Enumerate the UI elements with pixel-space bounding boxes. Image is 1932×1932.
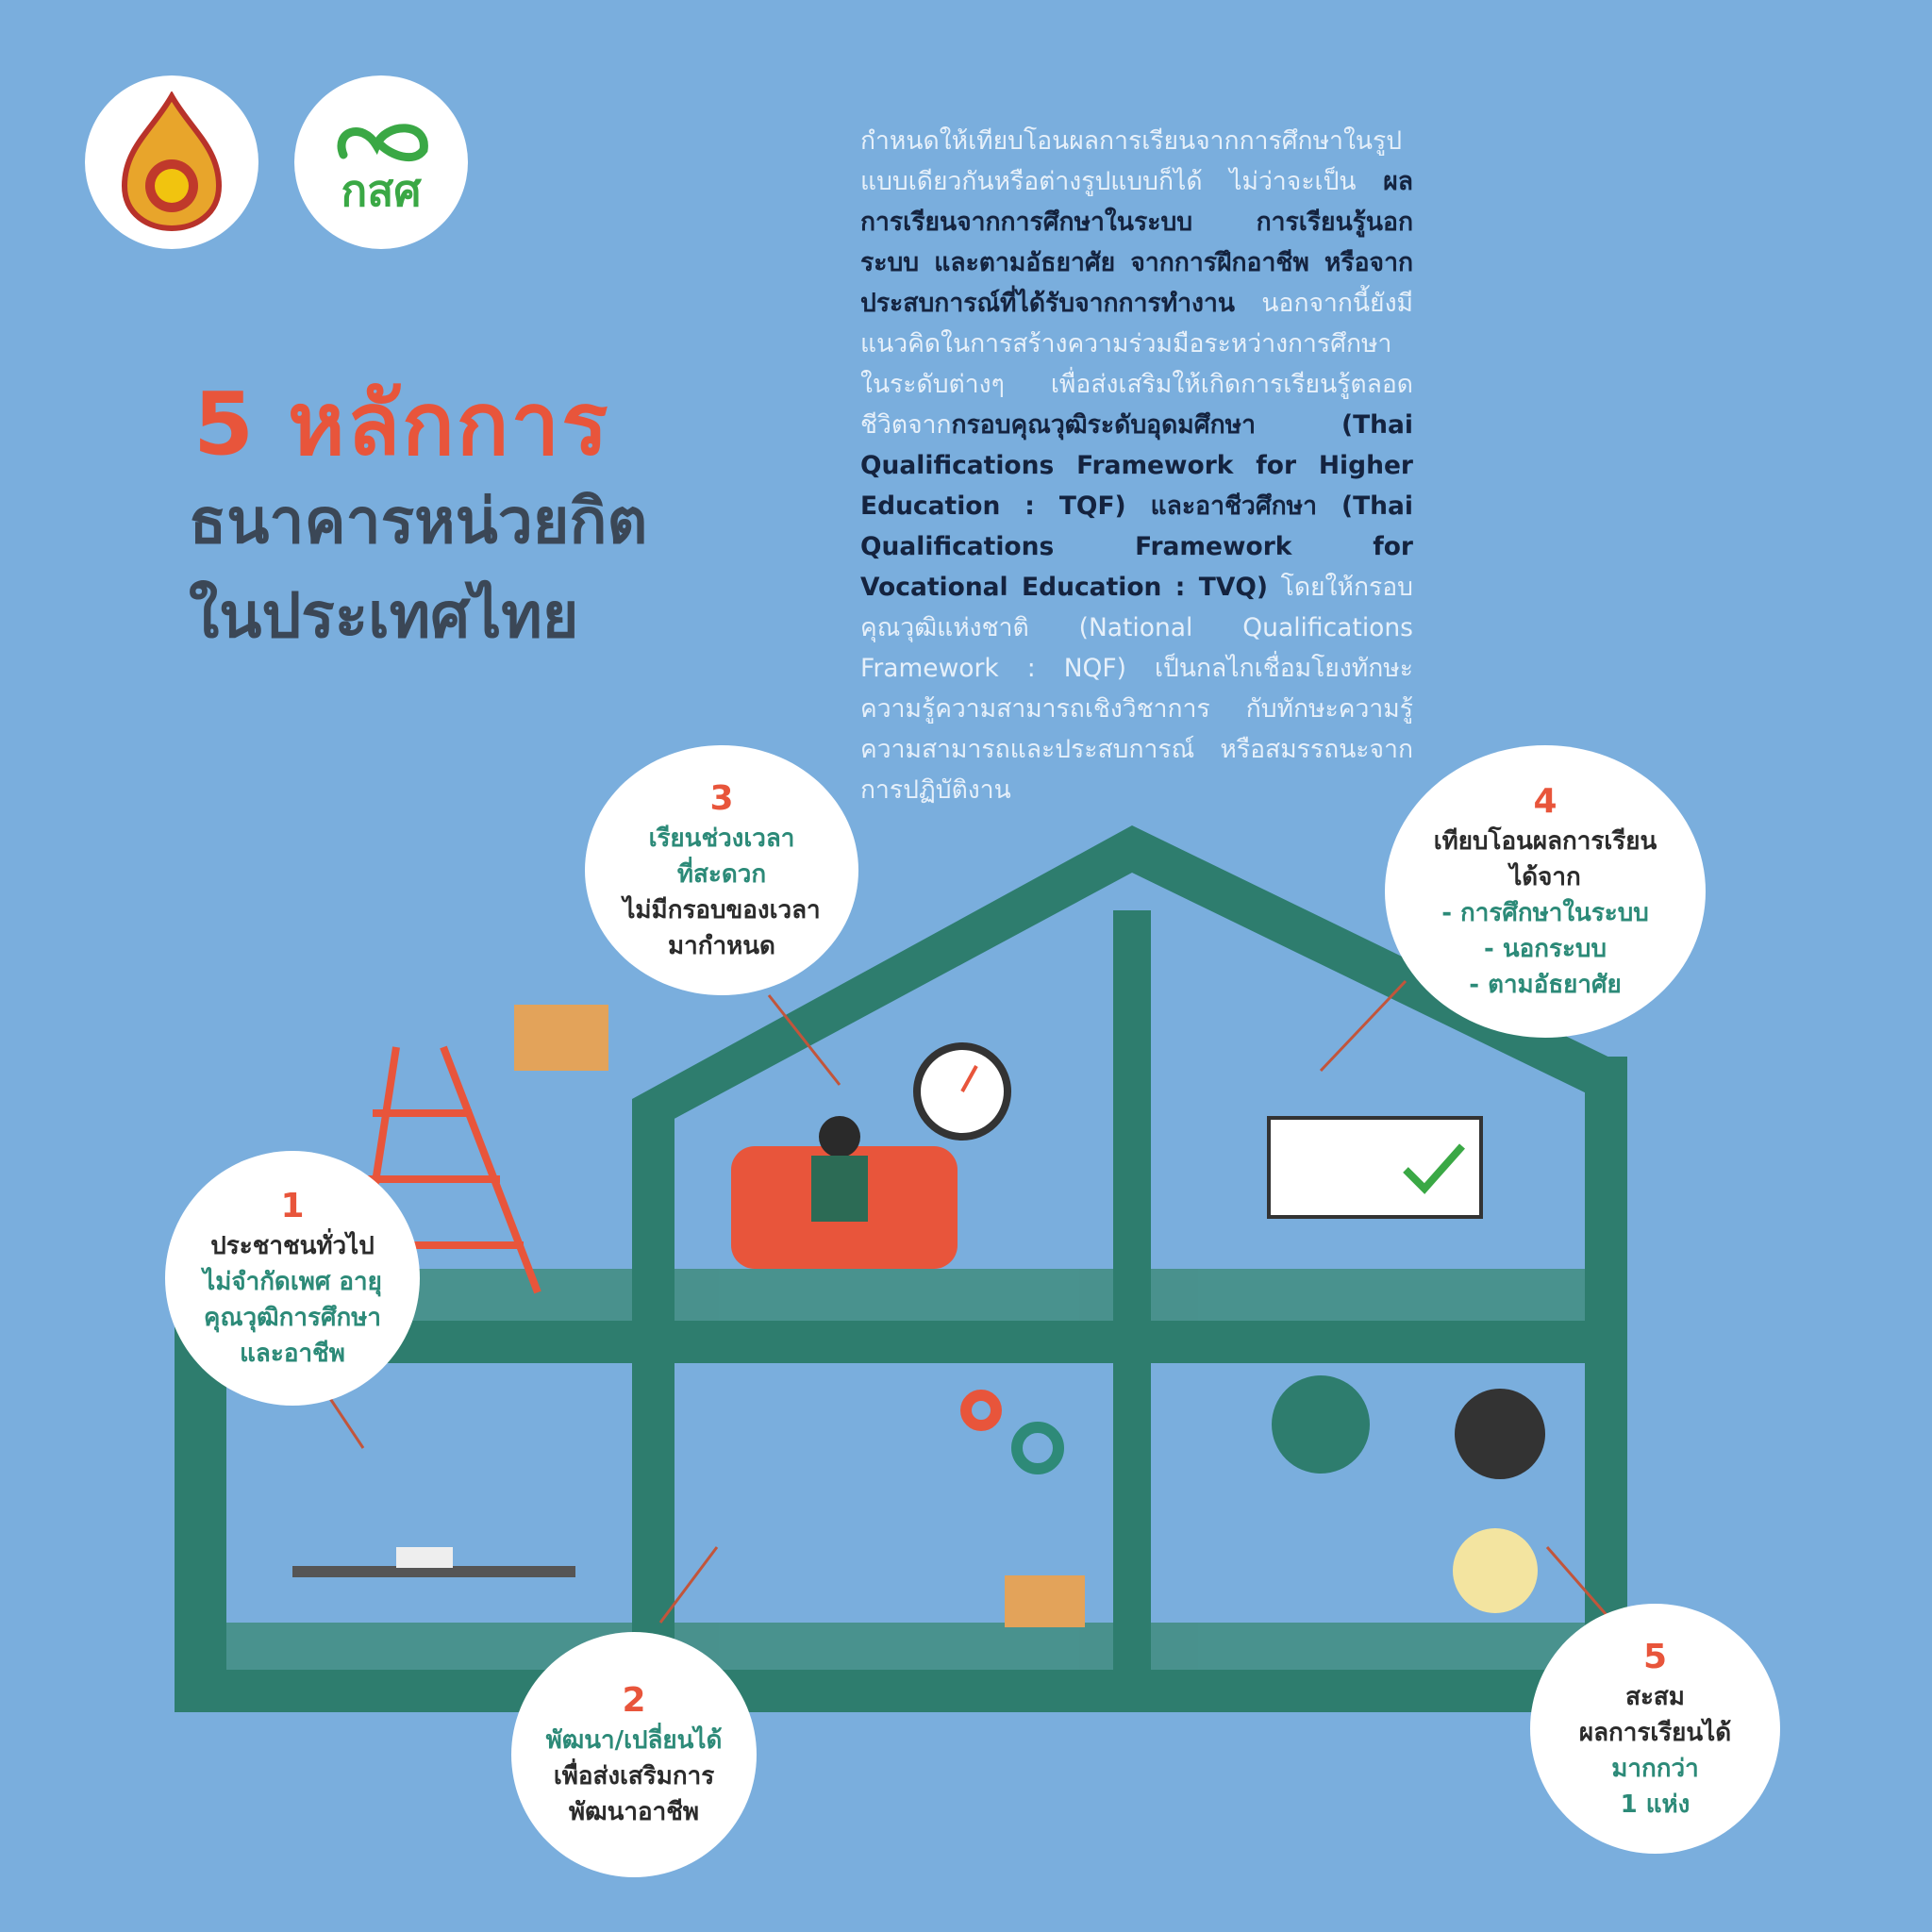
- bubble-line: ผลการเรียนได้: [1578, 1718, 1732, 1747]
- principle-3-bubble: 3 เรียนช่วงเวลา ที่สะดวก ไม่มีกรอบของเวล…: [585, 745, 858, 995]
- bubble-line: - การศึกษาในระบบ: [1441, 899, 1649, 927]
- principle-number: 4: [1533, 782, 1557, 821]
- meeting-table: [292, 1547, 575, 1577]
- para-segment: กำหนดให้เทียบโอนผลการเรียนจากการศึกษาในร…: [860, 126, 1403, 196]
- package: [1005, 1575, 1085, 1627]
- para-segment-bold: ผลการเรียนจากการศึกษาในระบบ การเรียนรู้น…: [860, 167, 1413, 318]
- bubble-line: และอาชีพ: [240, 1340, 345, 1368]
- principle-4-bubble: 4 เทียบโอนผลการเรียน ได้จาก - การศึกษาใน…: [1385, 745, 1706, 1038]
- eef-logo: กสศ: [294, 75, 468, 249]
- ministry-emblem-logo: [85, 75, 258, 249]
- title-line-2: ธนาคารหน่วยกิต: [189, 485, 648, 558]
- title-line-1: 5 หลักการ: [193, 374, 610, 475]
- bubble-line: มากำหนด: [668, 931, 775, 960]
- gears: [960, 1390, 1064, 1474]
- bubble-line: มากกว่า: [1611, 1754, 1699, 1783]
- para-segment: โดยให้กรอบคุณวุฒิแห่งชาติ (National Qual…: [860, 573, 1413, 805]
- eef-logo-mark-icon: [337, 124, 428, 162]
- school-icons: [1272, 1375, 1545, 1613]
- principle-2-bubble: 2 พัฒนา/เปลี่ยนได้ เพื่อส่งเสริมการ พัฒน…: [511, 1632, 757, 1877]
- bubble-line: - นอกระบบ: [1484, 935, 1607, 963]
- clock: [913, 1042, 1011, 1141]
- bubble-line: ไม่มีกรอบของเวลา: [623, 895, 821, 924]
- description-paragraph: กำหนดให้เทียบโอนผลการเรียนจากการศึกษาในร…: [860, 121, 1413, 810]
- whiteboard: [1267, 1116, 1483, 1219]
- bubble-line: เรียนช่วงเวลา: [648, 824, 795, 853]
- bubble-line: ประชาชนทั่วไป: [210, 1232, 375, 1260]
- bubble-line: คุณวุฒิการศึกษา: [204, 1304, 381, 1332]
- bubble-line: - ตามอัธยาศัย: [1469, 971, 1622, 999]
- principle-number: 5: [1642, 1637, 1668, 1676]
- bubble-line: ที่สะดวก: [676, 859, 767, 889]
- eef-logo-text: กสศ: [341, 165, 422, 216]
- title-line-3: ในประเทศไทย: [189, 579, 579, 652]
- bubble-line: สะสม: [1625, 1682, 1685, 1711]
- bubble-line: พัฒนาอาชีพ: [569, 1798, 699, 1826]
- emblem-icon: [121, 92, 223, 232]
- principle-number: 3: [709, 778, 734, 818]
- principle-number: 1: [280, 1187, 305, 1225]
- bubble-line: พัฒนา/เปลี่ยนได้: [545, 1726, 723, 1755]
- principle-5-bubble: 5 สะสม ผลการเรียนได้ มากกว่า 1 แห่ง: [1530, 1604, 1780, 1854]
- bubble-line: เทียบโอนผลการเรียน: [1433, 827, 1657, 856]
- bubble-line: เพื่อส่งเสริมการ: [553, 1762, 715, 1790]
- bubble-line: 1 แห่ง: [1620, 1790, 1690, 1819]
- para-segment-bold: กรอบคุณวุฒิระดับอุดมศึกษา (Thai Qualific…: [860, 410, 1413, 602]
- principle-number: 2: [622, 1681, 646, 1720]
- bubble-line: ไม่จำกัดเพศ อายุ: [203, 1268, 382, 1296]
- principle-1-bubble: 1 ประชาชนทั่วไป ไม่จำกัดเพศ อายุ คุณวุฒิ…: [165, 1151, 420, 1406]
- sofa-person: [731, 1116, 958, 1269]
- para-segment: นอกจากนี้ยังมีแนวคิดในการสร้างความร่วมมื…: [860, 289, 1413, 440]
- box: [514, 1005, 608, 1071]
- bubble-line: ได้จาก: [1509, 863, 1581, 891]
